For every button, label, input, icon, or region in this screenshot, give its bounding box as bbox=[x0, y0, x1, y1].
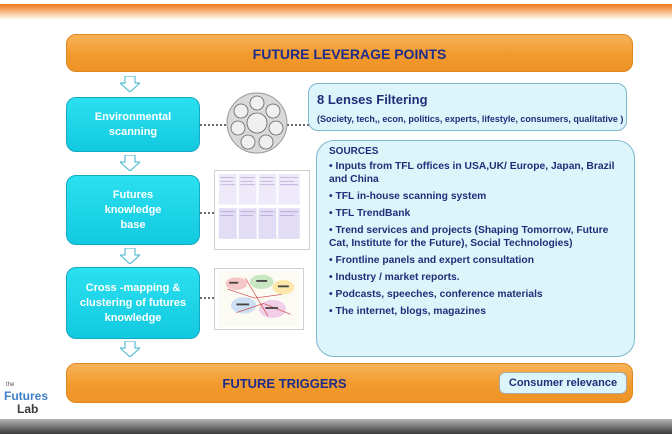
source-item: • Trend services and projects (Shaping T… bbox=[329, 225, 609, 249]
source-item: • Industry / market reports. bbox=[329, 272, 460, 283]
sources-title: SOURCES bbox=[329, 146, 379, 157]
step-futures-knowledge-base-label: Futures knowledge base bbox=[104, 188, 162, 231]
step-futures-knowledge-base: Futures knowledge base bbox=[66, 175, 200, 245]
future-leverage-points-bar: FUTURE LEVERAGE POINTS bbox=[66, 34, 633, 72]
lenses-filtering-panel: 8 Lenses Filtering (Society, tech,, econ… bbox=[308, 83, 627, 131]
step-environmental-scanning-label: Environmental scanning bbox=[94, 110, 172, 138]
sources-panel: SOURCES • Inputs from TFL offices in USA… bbox=[316, 140, 635, 357]
top-orange-rule bbox=[0, 0, 672, 22]
down-arrow-icon bbox=[120, 155, 140, 171]
future-triggers-label: FUTURE TRIGGERS bbox=[222, 376, 347, 391]
source-item: • Frontline panels and expert consultati… bbox=[329, 255, 534, 266]
source-item: • TFL TrendBank bbox=[329, 208, 411, 219]
step-cross-mapping: Cross -mapping & clustering of futures k… bbox=[66, 267, 200, 339]
bottom-grey-rule bbox=[0, 415, 672, 434]
dotted-connector bbox=[200, 212, 214, 214]
cluster-map-thumbnail bbox=[214, 268, 304, 330]
logo-text-lab: Lab bbox=[17, 402, 39, 416]
lenses-title: 8 Lenses Filtering bbox=[317, 92, 428, 107]
dotted-connector bbox=[200, 124, 230, 126]
source-item: • TFL in-house scanning system bbox=[329, 191, 487, 202]
source-item: • Podcasts, speeches, conference materia… bbox=[329, 289, 543, 300]
lenses-subtitle: (Society, tech,, econ, politics, experts… bbox=[317, 114, 624, 124]
step-cross-mapping-label: Cross -mapping & clustering of futures k… bbox=[79, 281, 187, 324]
dotted-connector bbox=[283, 124, 309, 126]
down-arrow-icon bbox=[120, 248, 140, 264]
down-arrow-icon bbox=[120, 76, 140, 92]
consumer-relevance-badge: Consumer relevance bbox=[499, 372, 627, 394]
source-item: • The internet, blogs, magazines bbox=[329, 306, 486, 317]
logo-text-the: the bbox=[6, 382, 15, 388]
futures-lab-logo: the Futures Lab bbox=[4, 382, 64, 422]
lens-circle-diagram-icon bbox=[226, 92, 288, 154]
down-arrow-icon bbox=[120, 341, 140, 357]
knowledge-base-thumbnail bbox=[214, 170, 310, 250]
logo-text-futures: Futures bbox=[4, 389, 49, 403]
future-leverage-points-label: FUTURE LEVERAGE POINTS bbox=[252, 46, 447, 62]
source-item: • Inputs from TFL offices in USA,UK/ Eur… bbox=[329, 161, 615, 185]
step-environmental-scanning: Environmental scanning bbox=[66, 97, 200, 152]
dotted-connector bbox=[200, 297, 214, 299]
